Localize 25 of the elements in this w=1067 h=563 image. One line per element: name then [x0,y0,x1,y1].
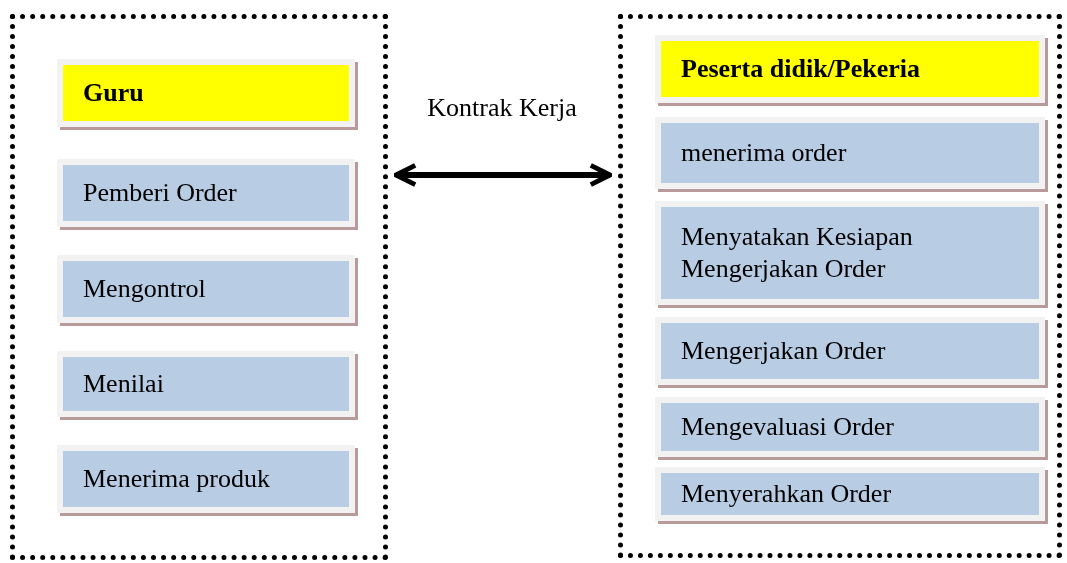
box-label: Menerima produk [83,463,271,495]
process-box [57,351,355,417]
box-label: Menilai [83,368,165,400]
header-box [57,59,355,127]
box-label: Mengerjakan Order [681,335,887,367]
process-box [655,317,1045,385]
dotted-group-frame [10,14,388,560]
box-label: Mengevaluasi Order [681,411,895,443]
box-label: Peserta didik/Pekeria [681,53,921,85]
process-box [655,201,1045,305]
box-label: Mengontrol [83,273,207,305]
process-box [655,117,1045,189]
box-label: Pemberi Order [83,177,238,209]
box-label: menerima order [681,137,848,169]
process-box [57,159,355,227]
box-label: Guru [83,77,145,109]
dotted-group-frame [618,14,1062,558]
process-box [57,445,355,513]
process-box [655,397,1045,457]
box-label: Menyatakan Kesiapan Mengerjakan Order [681,221,914,285]
process-box [655,467,1045,521]
double-arrow [393,163,613,187]
box-label: Menyerahkan Order [681,478,893,510]
process-box [57,255,355,323]
header-box [655,35,1045,103]
